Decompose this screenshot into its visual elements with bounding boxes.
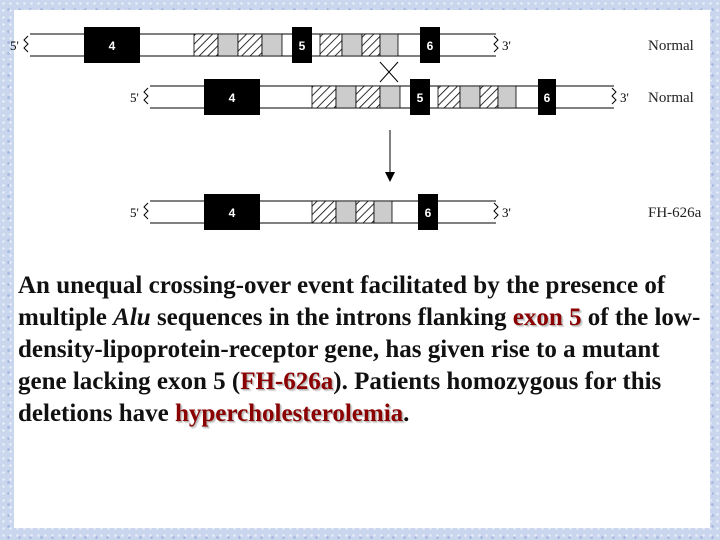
break-mark-right — [493, 35, 499, 53]
exon-6-number: 6 — [544, 91, 551, 105]
exon-4-number: 4 — [229, 91, 236, 105]
exon-4-number: 4 — [229, 206, 236, 220]
gene-row-normal-2: 5' 4 5 6 3' Normal — [130, 79, 694, 115]
alu-hatched-block — [237, 33, 263, 57]
alu-hatched-block — [319, 33, 343, 57]
three-prime-label: 3' — [502, 38, 511, 53]
alu-hatched-block — [437, 85, 461, 109]
exon-6-block — [418, 194, 438, 230]
alu-gray-block — [497, 85, 517, 109]
exon-5-number: 5 — [299, 39, 306, 53]
exon-6-block — [420, 27, 440, 63]
alu-hatched-block — [193, 33, 219, 57]
row-label-mutant: FH-626a — [648, 205, 702, 221]
alu-hatched-block — [311, 200, 337, 224]
caption-alu: Alu — [113, 304, 151, 331]
alu-gray-block — [335, 85, 357, 109]
exon-4-number: 4 — [109, 39, 116, 53]
caption-part-3: of the low-density-lipoprotein-receptor … — [18, 304, 701, 395]
alu-gray-block — [459, 85, 481, 109]
exon-5-number: 5 — [417, 91, 424, 105]
exon-5-block — [292, 27, 312, 63]
row-label-normal: Normal — [648, 38, 694, 54]
crossover-mark — [379, 61, 399, 83]
alu-gray-block — [373, 200, 393, 224]
alu-gray-block — [335, 200, 357, 224]
exon-4-block — [204, 194, 260, 230]
caption-text: An unequal crossing-over event facilitat… — [18, 270, 708, 430]
alu-hatched-block — [355, 200, 375, 224]
exon-5-block — [410, 79, 430, 115]
alu-hatched-block — [361, 33, 381, 57]
alu-hatched-block — [311, 85, 337, 109]
alu-hatched-block — [479, 85, 499, 109]
down-arrow — [385, 130, 395, 182]
alu-gray-block — [261, 33, 283, 57]
exon-6-block — [538, 79, 556, 115]
five-prime-label: 5' — [10, 38, 19, 53]
highlight-fh-626a: FH-626a — [240, 368, 334, 395]
exon-4-block — [204, 79, 260, 115]
crossing-over-diagram: 5' 4 5 6 3' Normal 5' 4 — [10, 27, 702, 230]
exon-6-number: 6 — [427, 39, 434, 53]
caption-part-5: . — [403, 400, 410, 427]
caption-part-2: sequences in the introns flanking — [150, 304, 513, 331]
five-prime-label: 5' — [130, 205, 139, 220]
highlight-exon-5: exon 5 — [512, 304, 582, 331]
break-mark-left — [143, 87, 149, 105]
five-prime-label: 5' — [130, 90, 139, 105]
alu-gray-block — [341, 33, 363, 57]
highlight-hypercholesterolemia: hypercholesterolemia — [174, 400, 404, 427]
gene-row-normal-1: 5' 4 5 6 3' Normal — [10, 27, 694, 63]
alu-gray-block — [379, 85, 401, 109]
alu-hatched-block — [355, 85, 381, 109]
exon-6-number: 6 — [425, 206, 432, 220]
caption-part-4: ). Patients homozygous for this deletion… — [18, 368, 662, 427]
break-mark-left — [23, 35, 29, 53]
caption-part-1: An unequal crossing-over event facilitat… — [18, 272, 666, 331]
break-mark-left — [143, 202, 149, 220]
break-mark-right — [611, 87, 617, 105]
alu-gray-block — [217, 33, 239, 57]
break-mark-right — [493, 202, 499, 220]
gene-row-mutant: 5' 4 6 3' FH-626a — [130, 194, 702, 230]
alu-gray-block — [379, 33, 399, 57]
three-prime-label: 3' — [620, 90, 629, 105]
exon-4-block — [84, 27, 140, 63]
row-label-normal: Normal — [648, 90, 694, 106]
three-prime-label: 3' — [502, 205, 511, 220]
